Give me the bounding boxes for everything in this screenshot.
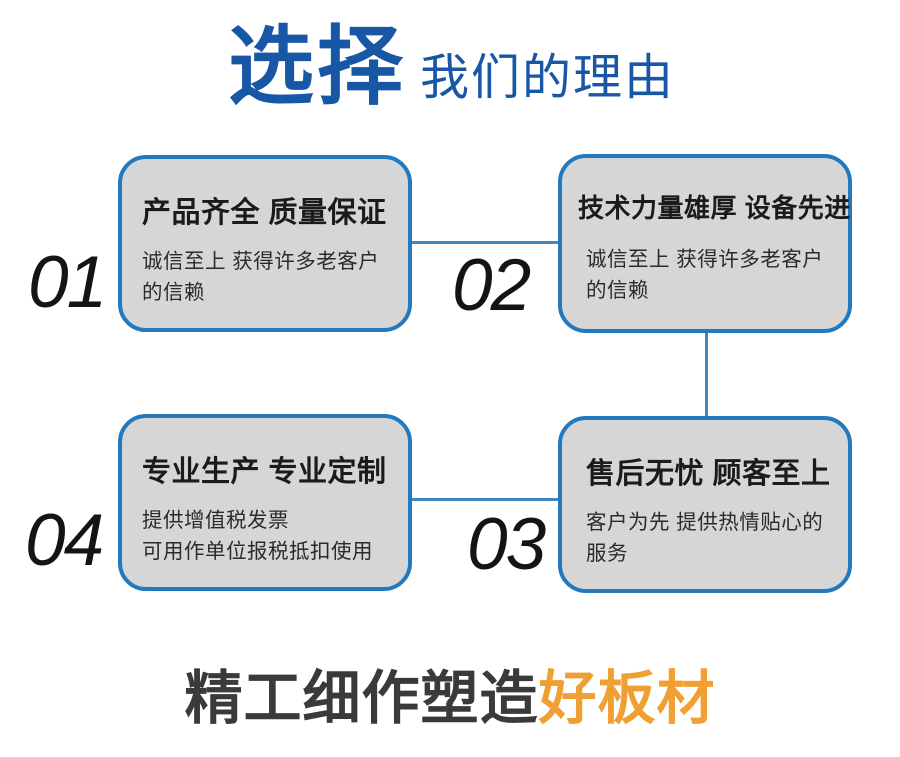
reason-card-3-title: 售后无忧 顾客至上	[586, 458, 831, 490]
reason-card-2-title: 技术力量雄厚 设备先进	[578, 193, 851, 223]
reason-card-4-desc: 提供增值税发票 可用作单位报税抵扣使用	[142, 509, 373, 563]
step-number-02: 02	[452, 245, 531, 326]
reason-card-1: 产品齐全 质量保证 诚信至上 获得许多老客户的信赖	[118, 155, 412, 332]
footer-slogan-accent: 好板材	[538, 666, 716, 731]
step-number-04: 04	[25, 500, 104, 581]
connector-card1-card2	[412, 241, 558, 244]
reason-card-3-desc: 客户为先 提供热情贴心的服务	[586, 511, 824, 565]
step-number-03: 03	[467, 504, 546, 585]
connector-card4-card3	[412, 498, 558, 501]
reason-card-3: 售后无忧 顾客至上 客户为先 提供热情贴心的服务	[558, 416, 852, 593]
connector-card2-card3	[705, 333, 708, 417]
reason-card-4: 专业生产 专业定制 提供增值税发票 可用作单位报税抵扣使用	[118, 414, 412, 591]
page-title: 选择 我们的理由	[228, 19, 676, 115]
page-title-rest: 我们的理由	[420, 51, 676, 106]
reason-card-2: 技术力量雄厚 设备先进 诚信至上 获得许多老客户的信赖	[558, 154, 852, 333]
footer-slogan: 精工细作塑造好板材	[0, 666, 900, 733]
reason-card-1-desc: 诚信至上 获得许多老客户的信赖	[142, 250, 380, 304]
footer-slogan-dark: 精工细作塑造	[184, 666, 539, 731]
reason-card-1-title: 产品齐全 质量保证	[142, 197, 387, 229]
page-title-highlight: 选择	[228, 19, 406, 115]
step-number-01: 01	[28, 242, 107, 323]
reason-card-4-title: 专业生产 专业定制	[142, 456, 387, 488]
reason-card-2-desc: 诚信至上 获得许多老客户的信赖	[586, 248, 824, 302]
